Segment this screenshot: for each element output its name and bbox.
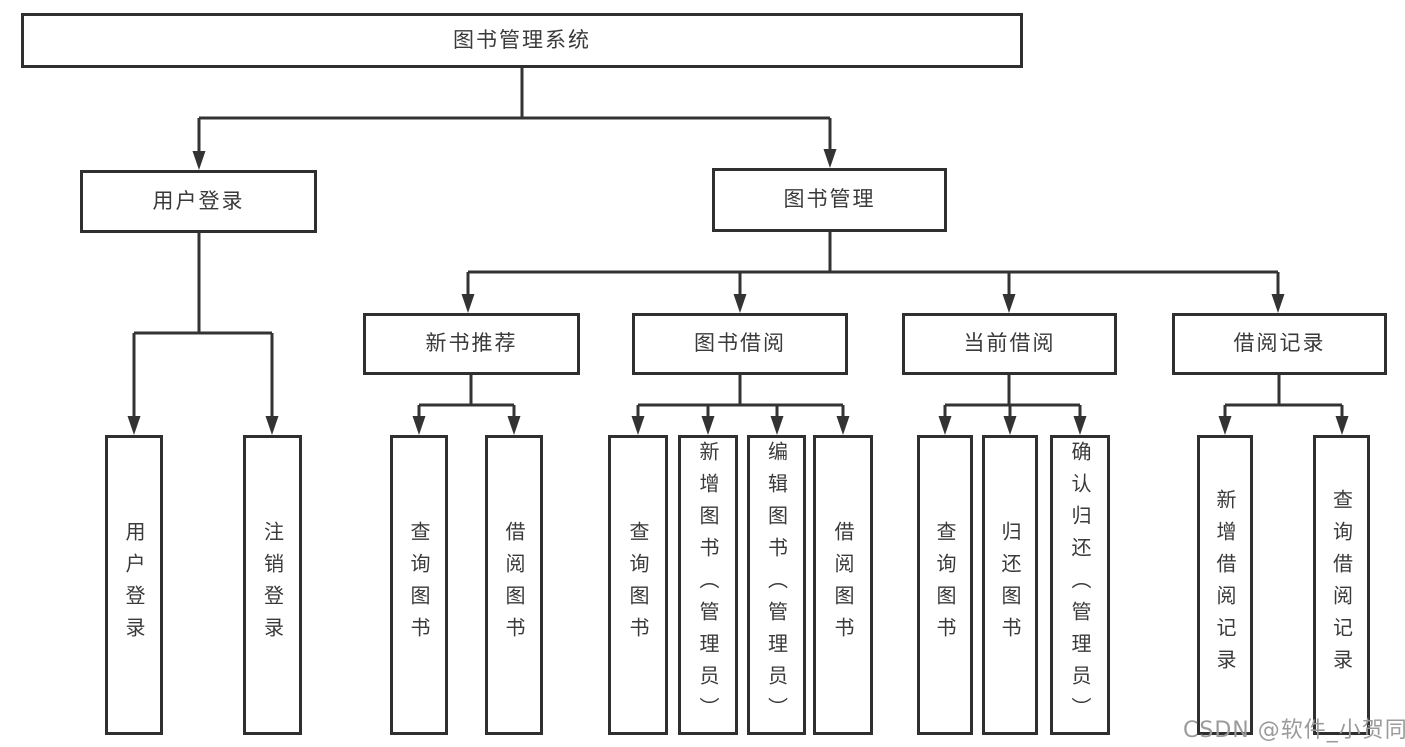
node-user-login-action: 用户登录: [105, 435, 163, 735]
node-query-borrow-record: 查询借阅记录: [1313, 435, 1370, 735]
node-query-books-current: 查询图书: [917, 435, 973, 735]
node-book-management: 图书管理: [712, 168, 947, 232]
node-confirm-return-admin: 确认归还（管理员）: [1050, 435, 1110, 735]
node-query-books-recommend: 查询图书: [390, 435, 448, 735]
node-add-borrow-record: 新增借阅记录: [1197, 435, 1253, 735]
node-user-login: 用户登录: [80, 170, 317, 233]
node-edit-book-admin: 编辑图书（管理员）: [747, 435, 806, 735]
csdn-watermark: CSDN @软件_小贺同学: [1183, 718, 1405, 743]
node-return-books: 归还图书: [982, 435, 1038, 735]
node-borrow-books-recommend: 借阅图书: [485, 435, 543, 735]
node-book-borrowing: 图书借阅: [632, 313, 848, 375]
node-logout-action: 注销登录: [243, 435, 302, 735]
node-borrow-books: 借阅图书: [813, 435, 873, 735]
node-borrowing-records: 借阅记录: [1172, 313, 1387, 375]
node-new-book-recommendation: 新书推荐: [363, 313, 580, 375]
node-library-management-system: 图书管理系统: [21, 13, 1023, 68]
node-add-book-admin: 新增图书（管理员）: [678, 435, 738, 735]
node-current-borrowing: 当前借阅: [902, 313, 1117, 375]
node-query-books-borrow: 查询图书: [608, 435, 668, 735]
